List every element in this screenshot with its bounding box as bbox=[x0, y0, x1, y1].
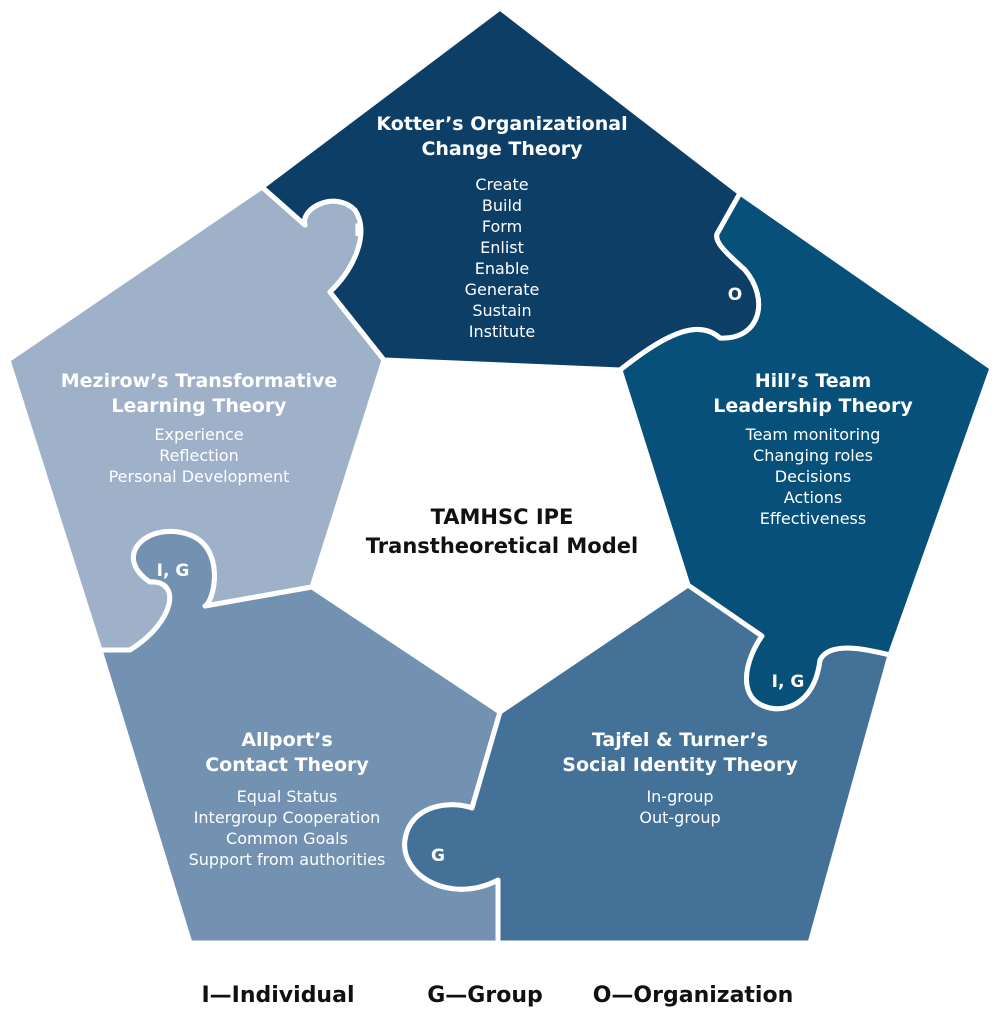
mezirow-item: Personal Development bbox=[109, 467, 290, 486]
mezirow-title-line1: Mezirow’s Transformative bbox=[61, 370, 338, 392]
hill-title-line1: Hill’s Team bbox=[755, 370, 872, 392]
center-title-line1: TAMHSC IPE bbox=[431, 505, 574, 529]
mezirow-text: Mezirow’s Transformative Learning Theory… bbox=[61, 370, 338, 486]
tab-label-allport-tajfel: G bbox=[431, 846, 445, 866]
hill-item: Actions bbox=[784, 488, 842, 507]
kotter-title-line2: Change Theory bbox=[421, 138, 583, 160]
mezirow-item: Reflection bbox=[159, 446, 239, 465]
kotter-item: Generate bbox=[465, 280, 540, 299]
kotter-item: Form bbox=[482, 217, 522, 236]
tab-label-mezirow-allport: I, G bbox=[157, 561, 190, 581]
hill-item: Changing roles bbox=[753, 446, 873, 465]
tajfel-item: Out-group bbox=[639, 808, 720, 827]
tajfel-text: Tajfel & Turner’s Social Identity Theory… bbox=[562, 729, 798, 827]
center-title-line2: Transtheoretical Model bbox=[366, 534, 638, 558]
allport-item: Equal Status bbox=[237, 787, 338, 806]
hill-title-line2: Leadership Theory bbox=[713, 395, 913, 417]
kotter-item: Enable bbox=[475, 259, 530, 278]
hill-item: Decisions bbox=[775, 467, 851, 486]
allport-title-line2: Contact Theory bbox=[205, 754, 369, 776]
tajfel-item: In-group bbox=[646, 787, 713, 806]
legend-group: G—Group bbox=[427, 983, 543, 1008]
kotter-piece bbox=[259, 5, 762, 373]
hill-item: Team monitoring bbox=[745, 425, 881, 444]
legend-organization: O—Organization bbox=[593, 983, 794, 1008]
kotter-item: Institute bbox=[469, 322, 535, 341]
tajfel-title-line2: Social Identity Theory bbox=[562, 754, 798, 776]
tajfel-title-line1: Tajfel & Turner’s bbox=[592, 729, 768, 751]
mezirow-title-line2: Learning Theory bbox=[111, 395, 287, 417]
legend: I—Individual G—Group O—Organization bbox=[201, 983, 793, 1008]
kotter-item: Create bbox=[475, 175, 528, 194]
kotter-item: Build bbox=[482, 196, 522, 215]
tab-label-hill-tajfel: I, G bbox=[772, 672, 805, 692]
allport-item: Intergroup Cooperation bbox=[194, 808, 381, 827]
allport-item: Common Goals bbox=[226, 829, 348, 848]
tab-label-kotter-mezirow: I bbox=[354, 221, 360, 241]
kotter-item: Sustain bbox=[472, 301, 531, 320]
allport-title-line1: Allport’s bbox=[241, 729, 332, 751]
kotter-text: Kotter’s Organizational Change Theory Cr… bbox=[376, 113, 627, 341]
mezirow-item: Experience bbox=[154, 425, 243, 444]
center-label: TAMHSC IPE Transtheoretical Model bbox=[366, 505, 638, 558]
hill-item: Effectiveness bbox=[760, 509, 866, 528]
hill-text: Hill’s Team Leadership Theory Team monit… bbox=[713, 370, 913, 528]
allport-item: Support from authorities bbox=[189, 850, 386, 869]
kotter-item: Enlist bbox=[480, 238, 524, 257]
allport-text: Allport’s Contact Theory Equal Status In… bbox=[189, 729, 386, 869]
tab-label-kotter-hill: O bbox=[728, 285, 742, 305]
legend-individual: I—Individual bbox=[201, 983, 354, 1008]
kotter-title-line1: Kotter’s Organizational bbox=[376, 113, 627, 135]
